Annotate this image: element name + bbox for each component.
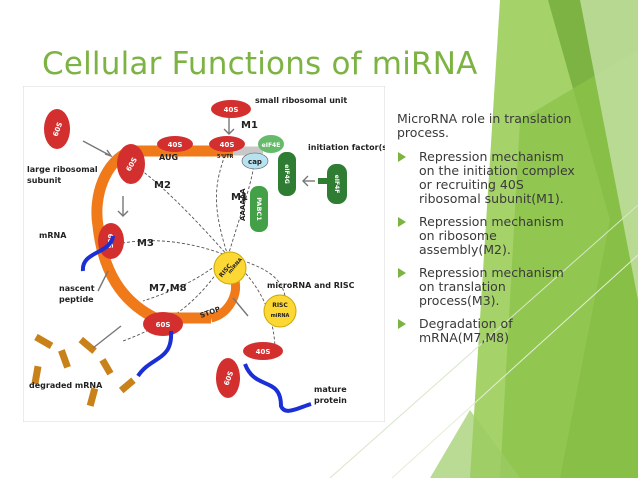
ribosome-60s-a: 60S xyxy=(117,144,145,184)
intro-text: MicroRNA role in translation process. xyxy=(397,111,572,140)
mirna-diagram-svg: 60S 40S AUG 40S 5'UTR 60S 60S STOP xyxy=(23,86,385,422)
marker-m7m8: M7,M8 xyxy=(149,283,187,294)
cap-complex: cap eIF4E eIF4G PABC1 AAAAAA xyxy=(239,135,296,232)
svg-text:initiation factor(s): initiation factor(s) xyxy=(308,143,385,152)
svg-text:microRNA and RISC: microRNA and RISC xyxy=(267,281,355,290)
bullet-item: Repression mechanism on ribosome assembl… xyxy=(397,215,577,257)
process-arrows xyxy=(82,118,315,349)
risc-complex: RISC miRNA xyxy=(213,251,247,285)
svg-text:degraded mRNA: degraded mRNA xyxy=(29,381,103,390)
svg-text:40S: 40S xyxy=(220,141,235,149)
svg-text:subunit: subunit xyxy=(27,176,61,185)
degraded-mrna-pieces xyxy=(31,333,136,407)
triangle-arrow-icon xyxy=(398,152,406,162)
mrna-tail-chain xyxy=(136,330,174,378)
svg-text:cap: cap xyxy=(248,158,262,166)
bullet-item: Degradation of mRNA(M7,M8) xyxy=(397,317,577,345)
marker-m1-mid: M1 xyxy=(231,192,248,203)
svg-text:small ribosomal unit: small ribosomal unit xyxy=(255,96,347,105)
svg-text:40S: 40S xyxy=(224,106,239,114)
svg-text:RISC: RISC xyxy=(272,302,288,309)
marker-m3: M3 xyxy=(137,238,154,249)
svg-text:mRNA: mRNA xyxy=(39,231,67,240)
svg-text:large ribosomal: large ribosomal xyxy=(27,165,98,174)
slide-title: Cellular Functions of miRNA xyxy=(42,46,478,82)
svg-text:eIF4F: eIF4F xyxy=(333,175,340,194)
mrna-ring xyxy=(91,145,233,324)
risc-complex-free: RISC miRNA xyxy=(263,294,297,328)
free-eif4f: eIF4F xyxy=(318,164,347,204)
ribosome-60s-free-bottom: 60S xyxy=(216,358,240,398)
svg-text:mature: mature xyxy=(314,385,347,394)
bullet-list: Repression mechanism on the initiation c… xyxy=(397,150,577,345)
svg-text:AUG: AUG xyxy=(159,153,178,162)
svg-text:5'UTR: 5'UTR xyxy=(217,154,233,160)
marker-m1-top: M1 xyxy=(241,120,258,131)
marker-m2: M2 xyxy=(154,180,171,191)
svg-text:miRNA: miRNA xyxy=(271,313,290,319)
svg-text:protein: protein xyxy=(314,396,347,405)
svg-text:60S: 60S xyxy=(156,321,171,329)
svg-text:eIF4E: eIF4E xyxy=(262,142,281,149)
mature-protein-chain xyxy=(243,363,312,413)
svg-text:peptide: peptide xyxy=(59,295,94,304)
svg-text:nascent: nascent xyxy=(59,284,95,293)
svg-text:eIF4G: eIF4G xyxy=(283,164,290,184)
bullet-item: Repression mechanism on the initiation c… xyxy=(397,150,577,206)
ribosome-40s-free-top: 40S xyxy=(211,100,251,118)
triangle-arrow-icon xyxy=(398,319,406,329)
svg-text:40S: 40S xyxy=(168,141,183,149)
ribosome-40s-b: 40S xyxy=(209,136,245,152)
ribosome-60s-free-left: 60S xyxy=(44,109,70,149)
ribosome-40s-a: 40S xyxy=(157,136,193,152)
triangle-arrow-icon xyxy=(398,217,406,227)
mirna-diagram: 60S 40S AUG 40S 5'UTR 60S 60S STOP xyxy=(23,86,385,422)
svg-text:PABC1: PABC1 xyxy=(255,197,263,221)
nascent-peptide-chain xyxy=(80,235,115,272)
svg-text:40S: 40S xyxy=(256,348,271,356)
svg-text:AAAAAA: AAAAAA xyxy=(239,188,247,221)
bullet-text-block: MicroRNA role in translation process. Re… xyxy=(397,112,577,354)
ribosome-40s-free-bottom: 40S xyxy=(243,342,283,360)
bullet-item: Repression mechanism on translation proc… xyxy=(397,266,577,308)
triangle-arrow-icon xyxy=(398,268,406,278)
ribosome-60s-c: 60S xyxy=(143,312,183,336)
